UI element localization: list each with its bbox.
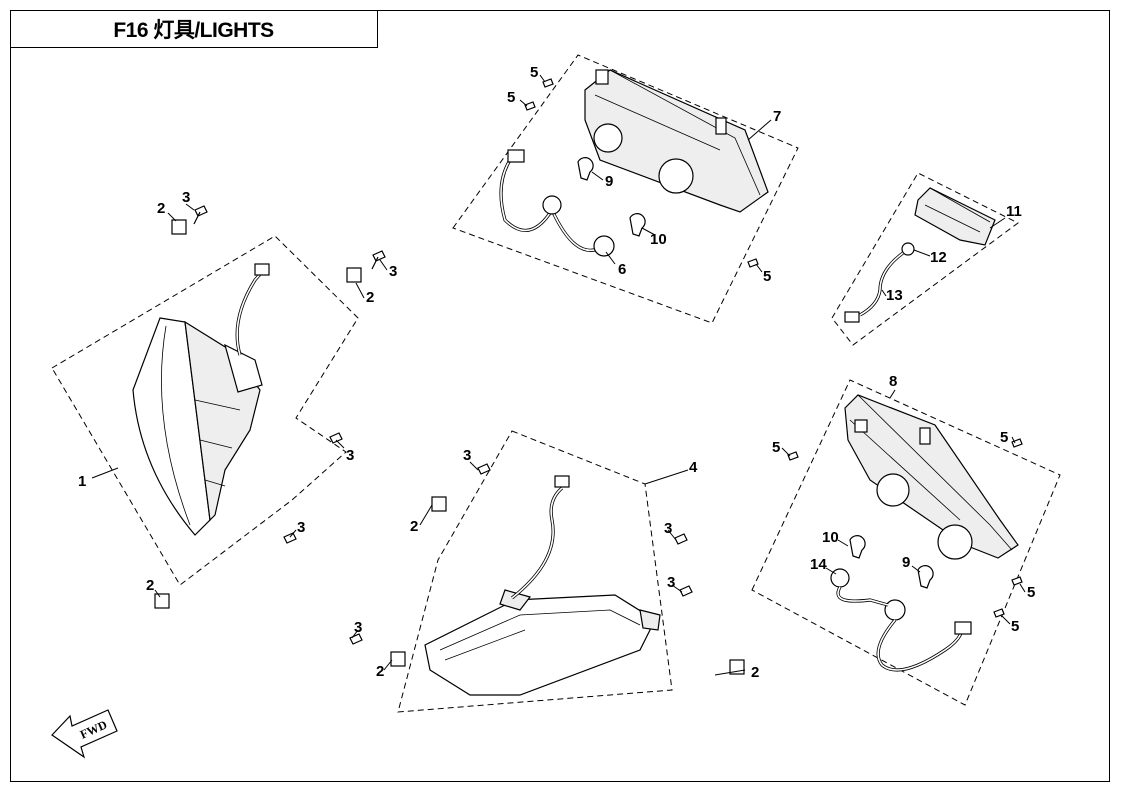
screw-5b (1011, 438, 1023, 448)
license-connector (844, 311, 860, 323)
callout-2: 2 (146, 577, 154, 594)
callout-3: 3 (182, 189, 190, 206)
callout-3: 3 (389, 263, 397, 280)
bulb-socket-c (876, 473, 910, 507)
screw-5d (993, 608, 1005, 618)
bulb-10 (849, 535, 866, 559)
callout-5: 5 (772, 439, 780, 456)
screw-3a (477, 463, 491, 475)
callout-5: 5 (1027, 584, 1035, 601)
tail-housing-top (584, 69, 769, 213)
group-outline-1 (51, 235, 359, 586)
harness-connector-top (507, 149, 525, 163)
callout-11: 11 (1006, 203, 1022, 220)
clip-2a (171, 219, 187, 235)
callout-3: 3 (354, 619, 362, 636)
group-outline-7 (452, 54, 799, 324)
callout-4: 4 (689, 459, 698, 476)
callout-12: 12 (930, 249, 947, 266)
callout-10: 10 (822, 529, 839, 546)
callout-3: 3 (664, 520, 672, 537)
fwd-arrow-icon (51, 709, 118, 759)
group-outline-8 (751, 379, 1061, 706)
tail-light-top-assembly: 7 5 5 9 10 6 5 (452, 54, 799, 324)
socket-14 (830, 568, 850, 588)
harness-connector-bottom (954, 621, 972, 635)
bulb-9 (917, 565, 934, 589)
callout-5: 5 (507, 89, 515, 106)
tail-housing-bottom (844, 394, 1019, 559)
tail-light-bottom-assembly: 8 5 5 10 14 9 5 5 (751, 373, 1061, 706)
callout-1: 1 (78, 473, 86, 490)
screw-5a (787, 451, 799, 461)
callout-8: 8 (889, 373, 897, 390)
bulb-9 (577, 157, 594, 181)
screw-5c (1011, 576, 1023, 586)
headlight-socket-left (224, 343, 263, 393)
callout-2: 2 (410, 518, 418, 535)
clip-2b (390, 651, 406, 667)
callout-5: 5 (1000, 429, 1008, 446)
screw-3d (349, 633, 363, 645)
socket-6b (593, 235, 615, 257)
headlight-lens-right (424, 594, 656, 696)
socket-6a (542, 195, 562, 215)
license-light-assembly: 11 12 13 (831, 172, 1022, 346)
callout-2: 2 (751, 664, 759, 681)
callout-13: 13 (886, 287, 903, 304)
screw-3a (193, 205, 208, 225)
screw-3b (674, 533, 688, 545)
headlight-right-assembly: 4 3 2 3 3 3 2 2 (349, 430, 759, 713)
screw-5a (542, 78, 554, 88)
callout-10: 10 (650, 231, 667, 248)
screw-3b (371, 250, 386, 270)
headlight-left-assembly: 1 2 3 2 3 3 3 2 (51, 189, 397, 609)
callout-5: 5 (763, 268, 771, 285)
screw-3c (329, 432, 343, 444)
callout-2: 2 (157, 200, 165, 217)
bulb-socket-b (658, 158, 694, 194)
page-title: F16 灯具/LIGHTS (10, 10, 378, 48)
headlight-connector-left (254, 263, 270, 276)
callout-3: 3 (346, 447, 354, 464)
clip-2c (154, 593, 170, 609)
screw-5c (747, 258, 759, 268)
screw-3d (283, 532, 297, 544)
forward-direction-arrow: FWD (51, 709, 118, 759)
socket-6 (884, 599, 906, 621)
callout-14: 14 (810, 556, 827, 573)
screw-3c (679, 585, 693, 597)
screw-5b (524, 101, 536, 111)
headlight-bracket-right (499, 589, 532, 611)
group-outline-11 (831, 172, 1019, 346)
callout-2: 2 (376, 663, 384, 680)
callout-2: 2 (366, 289, 374, 306)
callout-5: 5 (530, 64, 538, 81)
callout-6: 6 (618, 261, 626, 278)
clip-2b (346, 267, 362, 283)
clip-2a (431, 496, 447, 512)
callout-5: 5 (1011, 618, 1019, 635)
callout-3: 3 (463, 447, 471, 464)
callout-9: 9 (902, 554, 910, 571)
callout-3: 3 (297, 519, 305, 536)
headlight-connector-right (554, 475, 570, 488)
callout-7: 7 (773, 108, 781, 125)
license-socket-12 (901, 242, 915, 256)
bulb-socket-a (593, 123, 623, 153)
bulb-socket-d (937, 524, 973, 560)
callout-3: 3 (667, 574, 675, 591)
callout-9: 9 (605, 173, 613, 190)
license-lamp-housing (914, 187, 996, 246)
bulb-10 (629, 213, 646, 237)
diagram-frame (10, 10, 1110, 782)
